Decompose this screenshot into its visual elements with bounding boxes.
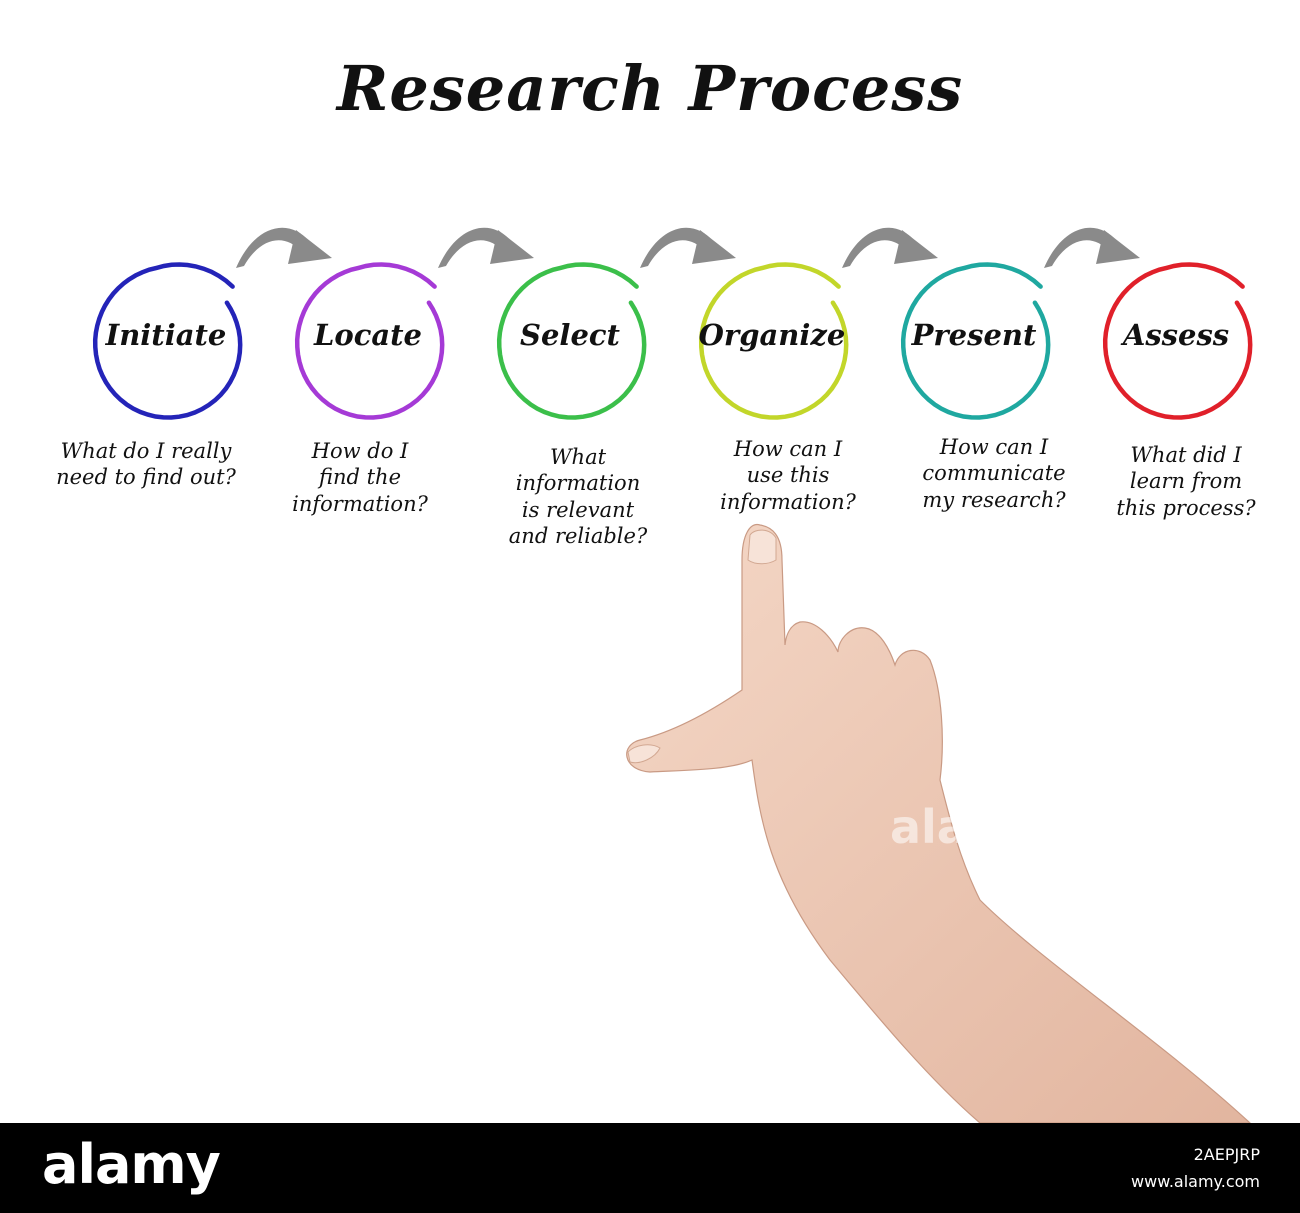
step-circle-assess [1102, 262, 1253, 420]
footer-meta: 2AEPJRP www.alamy.com [1131, 1141, 1260, 1195]
step-label-select: Select [520, 318, 620, 352]
step-circle-locate [294, 262, 445, 420]
step-label-organize: Organize [698, 318, 846, 352]
step-circle-organize [698, 262, 849, 420]
footer-bar: alamy 2AEPJRP www.alamy.com [0, 1123, 1300, 1213]
step-circle-select [496, 262, 647, 420]
flow-arrow-3 [640, 227, 736, 268]
footer-url: www.alamy.com [1131, 1172, 1260, 1192]
step-label-locate: Locate [313, 318, 423, 352]
step-label-assess: Assess [1122, 318, 1230, 352]
watermark: alamy [890, 800, 1046, 854]
footer-logo: alamy [42, 1133, 221, 1196]
diagram-title: Research Process [336, 52, 964, 125]
step-label-initiate: Initiate [105, 318, 227, 352]
step-circle-present [900, 262, 1051, 420]
flow-arrow-2 [438, 227, 534, 268]
step-circle-initiate [92, 262, 243, 420]
step-label-present: Present [911, 318, 1037, 352]
flow-arrow-5 [1044, 227, 1140, 268]
flow-arrow-1 [236, 227, 332, 268]
image-id: 2AEPJRP [1193, 1145, 1260, 1164]
flow-arrow-4 [842, 227, 938, 268]
